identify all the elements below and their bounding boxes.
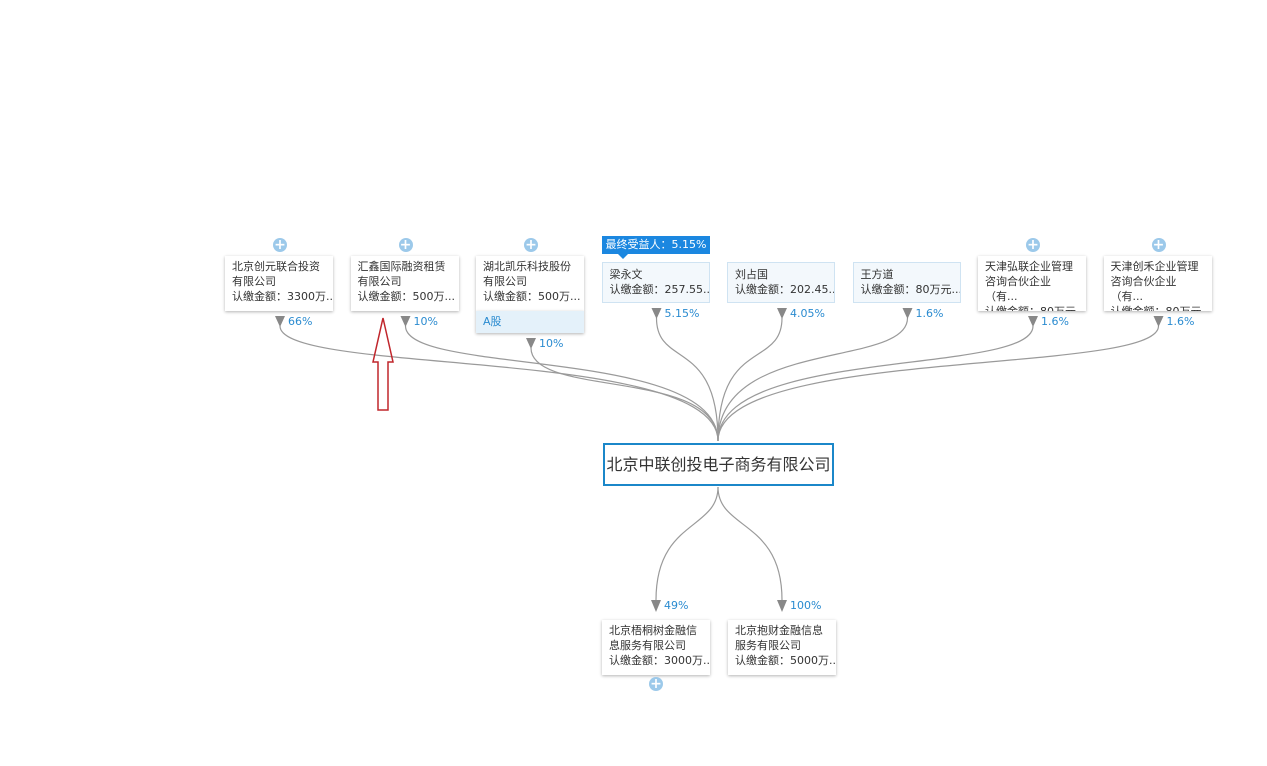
shareholder-name: 湖北凯乐科技股份有限公司	[483, 260, 571, 288]
subscribed-amount: 认缴金额：3000万...	[609, 654, 710, 667]
connector-line	[655, 317, 719, 442]
shareholder-name: 天津创禾企业管理咨询合伙企业（有...	[1110, 260, 1199, 303]
shareholder-name: 王方道	[860, 268, 894, 281]
share-percent: 5.15%	[664, 307, 700, 320]
expand-plus-icon[interactable]: +	[1026, 237, 1040, 253]
shareholder-card[interactable]: 湖北凯乐科技股份有限公司认缴金额：500万...	[476, 256, 584, 311]
subscribed-amount: 认缴金额：500万...	[483, 290, 581, 303]
subscribed-amount: 认缴金额：80万元...	[1111, 304, 1212, 311]
connector-line	[717, 325, 1160, 442]
share-percent: 1.6%	[1166, 315, 1195, 328]
connector-line	[717, 486, 783, 601]
connector-line	[717, 325, 1034, 442]
arrow-down-icon	[777, 308, 787, 319]
connector-line	[717, 317, 909, 442]
arrow-down-icon	[1028, 316, 1038, 327]
arrow-down-icon	[777, 600, 787, 612]
annotation-arrow-icon	[372, 317, 394, 411]
investment-name: 北京抱财金融信息服务有限公司	[735, 624, 823, 652]
center-company-node[interactable]: 北京中联创投电子商务有限公司	[603, 443, 834, 486]
shareholder-name: 梁永文	[609, 268, 643, 281]
shareholder-card[interactable]: 梁永文认缴金额：257.55...	[601, 262, 710, 303]
subscribed-amount: 认缴金额：257.55...	[609, 283, 710, 296]
shareholder-name: 汇鑫国际融资租赁有限公司	[357, 260, 446, 288]
arrow-down-icon	[526, 338, 536, 349]
expand-plus-icon[interactable]: +	[273, 237, 287, 253]
subscribed-amount: 认缴金额：80万元...	[860, 283, 961, 296]
subscribed-amount: 认缴金额：80万元...	[985, 304, 1086, 311]
subscribed-amount: 认缴金额：5000万...	[735, 654, 836, 667]
shareholder-name: 北京创元联合投资有限公司	[232, 260, 320, 288]
shareholder-card[interactable]: 汇鑫国际融资租赁有限公司认缴金额：500万...	[350, 256, 459, 311]
shareholder-name: 天津弘联企业管理咨询合伙企业（有...	[985, 260, 1073, 303]
subscribed-amount: 认缴金额：3300万...	[232, 290, 333, 303]
arrow-down-icon	[651, 308, 662, 319]
expand-plus-icon[interactable]: +	[524, 237, 538, 253]
share-percent: 10%	[539, 337, 564, 350]
share-percent: 49%	[664, 599, 689, 612]
shareholder-card[interactable]: 刘占国认缴金额：202.45...	[727, 262, 835, 303]
share-percent: 1.6%	[1041, 315, 1069, 328]
investment-card[interactable]: 北京抱财金融信息服务有限公司认缴金额：5000万...	[728, 620, 836, 675]
shareholder-name: 刘占国	[735, 268, 768, 281]
shareholder-card[interactable]: 王方道认缴金额：80万元...	[852, 262, 961, 303]
arrow-down-icon	[902, 308, 913, 319]
shareholder-card[interactable]: 天津弘联企业管理咨询合伙企业（有...认缴金额：80万元...	[978, 256, 1086, 311]
share-percent: 4.05%	[790, 307, 825, 320]
expand-plus-icon[interactable]: +	[1151, 237, 1166, 253]
arrow-down-icon	[275, 316, 285, 327]
shareholder-card[interactable]: 北京创元联合投资有限公司认缴金额：3300万...	[225, 256, 333, 311]
share-percent: 100%	[790, 599, 822, 612]
share-percent: 1.6%	[915, 307, 944, 320]
arrow-down-icon	[651, 600, 661, 612]
connector-line	[404, 325, 719, 442]
shareholder-card[interactable]: 天津创禾企业管理咨询合伙企业（有...认缴金额：80万元...	[1103, 256, 1212, 311]
subscribed-amount: 认缴金额：500万...	[357, 290, 456, 303]
connector-line	[655, 486, 719, 601]
arrow-down-icon	[1153, 316, 1164, 327]
listed-tag: A股	[476, 311, 584, 333]
investment-name: 北京梧桐树金融信息服务有限公司	[609, 624, 697, 652]
ultimate-beneficiary-badge: 最终受益人：5.15%	[601, 236, 711, 259]
arrow-down-icon	[400, 316, 411, 327]
subscribed-amount: 认缴金额：202.45...	[735, 283, 835, 296]
connector-line	[279, 325, 719, 442]
investment-card[interactable]: 北京梧桐树金融信息服务有限公司认缴金额：3000万...	[602, 620, 710, 675]
connector-line	[717, 317, 783, 442]
share-percent: 10%	[413, 315, 438, 328]
expand-plus-icon[interactable]: +	[649, 676, 663, 692]
share-percent: 66%	[288, 315, 313, 328]
expand-plus-icon[interactable]: +	[398, 237, 413, 253]
connector-line	[530, 347, 719, 442]
